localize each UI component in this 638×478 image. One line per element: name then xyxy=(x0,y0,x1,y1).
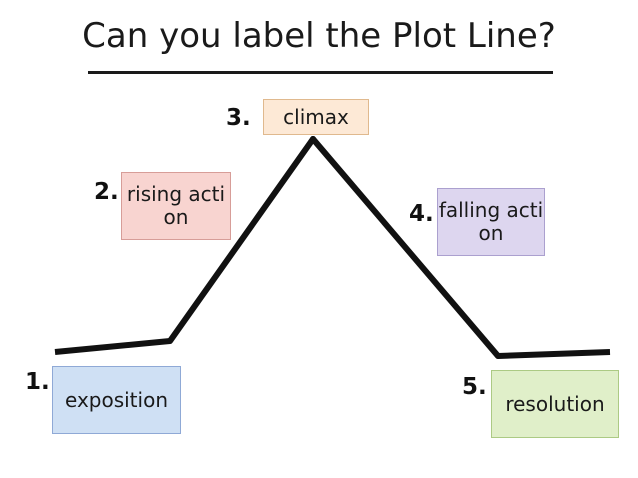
title-underline xyxy=(88,71,553,74)
stage-number-1: 1. xyxy=(25,369,50,395)
label-box-climax[interactable]: climax xyxy=(263,99,369,135)
label-box-rising-action[interactable]: rising action xyxy=(121,172,231,240)
stage-number-3: 3. xyxy=(226,105,251,131)
resolution-segment xyxy=(497,349,611,359)
label-box-resolution[interactable]: resolution xyxy=(491,370,619,438)
stage-number-4: 4. xyxy=(409,201,434,227)
stage-number-5: 5. xyxy=(462,374,487,400)
rising-action-segment xyxy=(167,136,316,344)
falling-action-segment xyxy=(310,136,501,359)
label-box-exposition[interactable]: exposition xyxy=(52,366,181,434)
exposition-segment xyxy=(54,338,171,355)
label-box-falling-action[interactable]: falling action xyxy=(437,188,545,256)
stage-number-2: 2. xyxy=(94,179,119,205)
page-title: Can you label the Plot Line? xyxy=(82,16,556,56)
